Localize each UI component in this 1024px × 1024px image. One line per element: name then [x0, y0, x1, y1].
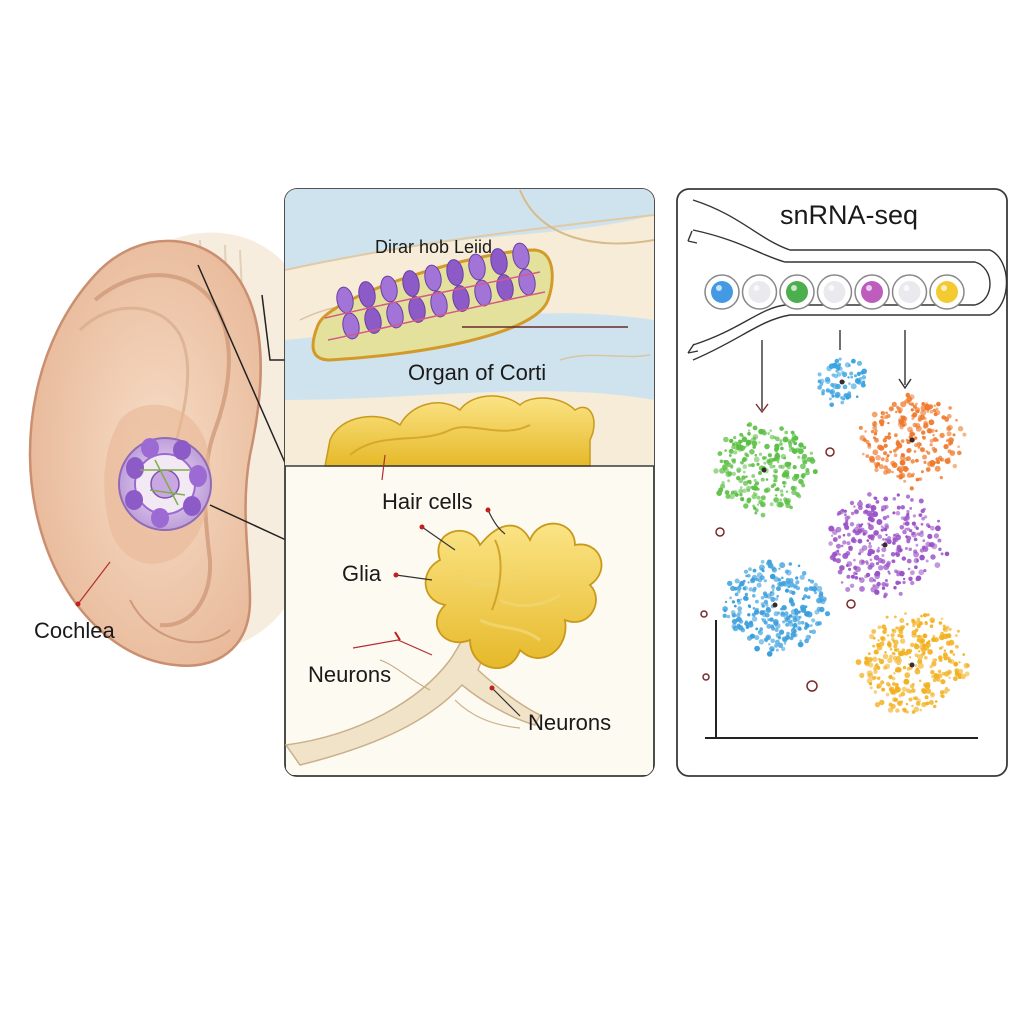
- cell-cluster: [722, 559, 831, 657]
- hair-cell: [468, 253, 486, 281]
- droplet: [891, 274, 928, 310]
- hair-cell: [430, 290, 448, 318]
- hair-cell: [424, 264, 442, 292]
- cell-cluster: [855, 612, 970, 714]
- neuron-tree: [285, 522, 603, 766]
- glia-label: Glia: [342, 561, 382, 586]
- organ-of-corti-panel: [284, 188, 655, 777]
- cell-cluster: [713, 422, 818, 518]
- cell-cluster: [828, 492, 950, 599]
- cell-cluster: [817, 357, 867, 408]
- hair-cell: [402, 270, 420, 297]
- organ-of-corti-structure: [311, 242, 628, 362]
- droplet: [816, 274, 853, 310]
- hair-cells-label: Hair cells: [382, 489, 473, 514]
- hair-cell: [474, 279, 492, 307]
- droplet: [929, 274, 965, 310]
- cochlea-spiral: [118, 437, 212, 531]
- microfluidic-channel: [687, 199, 1008, 361]
- hair-cell: [490, 248, 508, 275]
- droplet: [854, 274, 890, 310]
- hair-cell: [446, 259, 464, 286]
- neurons-label-left: Neurons: [308, 662, 392, 687]
- hair-cell: [512, 242, 530, 270]
- umap-clusters: [713, 357, 970, 714]
- cochlea-label: Cochlea: [34, 618, 115, 643]
- hair-cell: [380, 275, 398, 303]
- hair-cell: [408, 296, 426, 323]
- snrna-seq-title: snRNA-seq: [780, 200, 919, 230]
- ear-illustration: [28, 232, 290, 667]
- garbled-heading: Dirar hob Leiid: [375, 237, 493, 257]
- neurons-label-right: Neurons: [528, 710, 612, 735]
- droplet: [779, 274, 815, 310]
- droplet-row: [704, 274, 965, 310]
- droplet: [704, 274, 740, 310]
- cell-cluster: [858, 392, 967, 491]
- hair-cell: [452, 285, 470, 312]
- organ-of-corti-label: Organ of Corti: [408, 360, 547, 385]
- droplet: [741, 274, 778, 310]
- neuron-cluster-top: [324, 395, 595, 467]
- snrna-seq-panel: [676, 188, 1008, 777]
